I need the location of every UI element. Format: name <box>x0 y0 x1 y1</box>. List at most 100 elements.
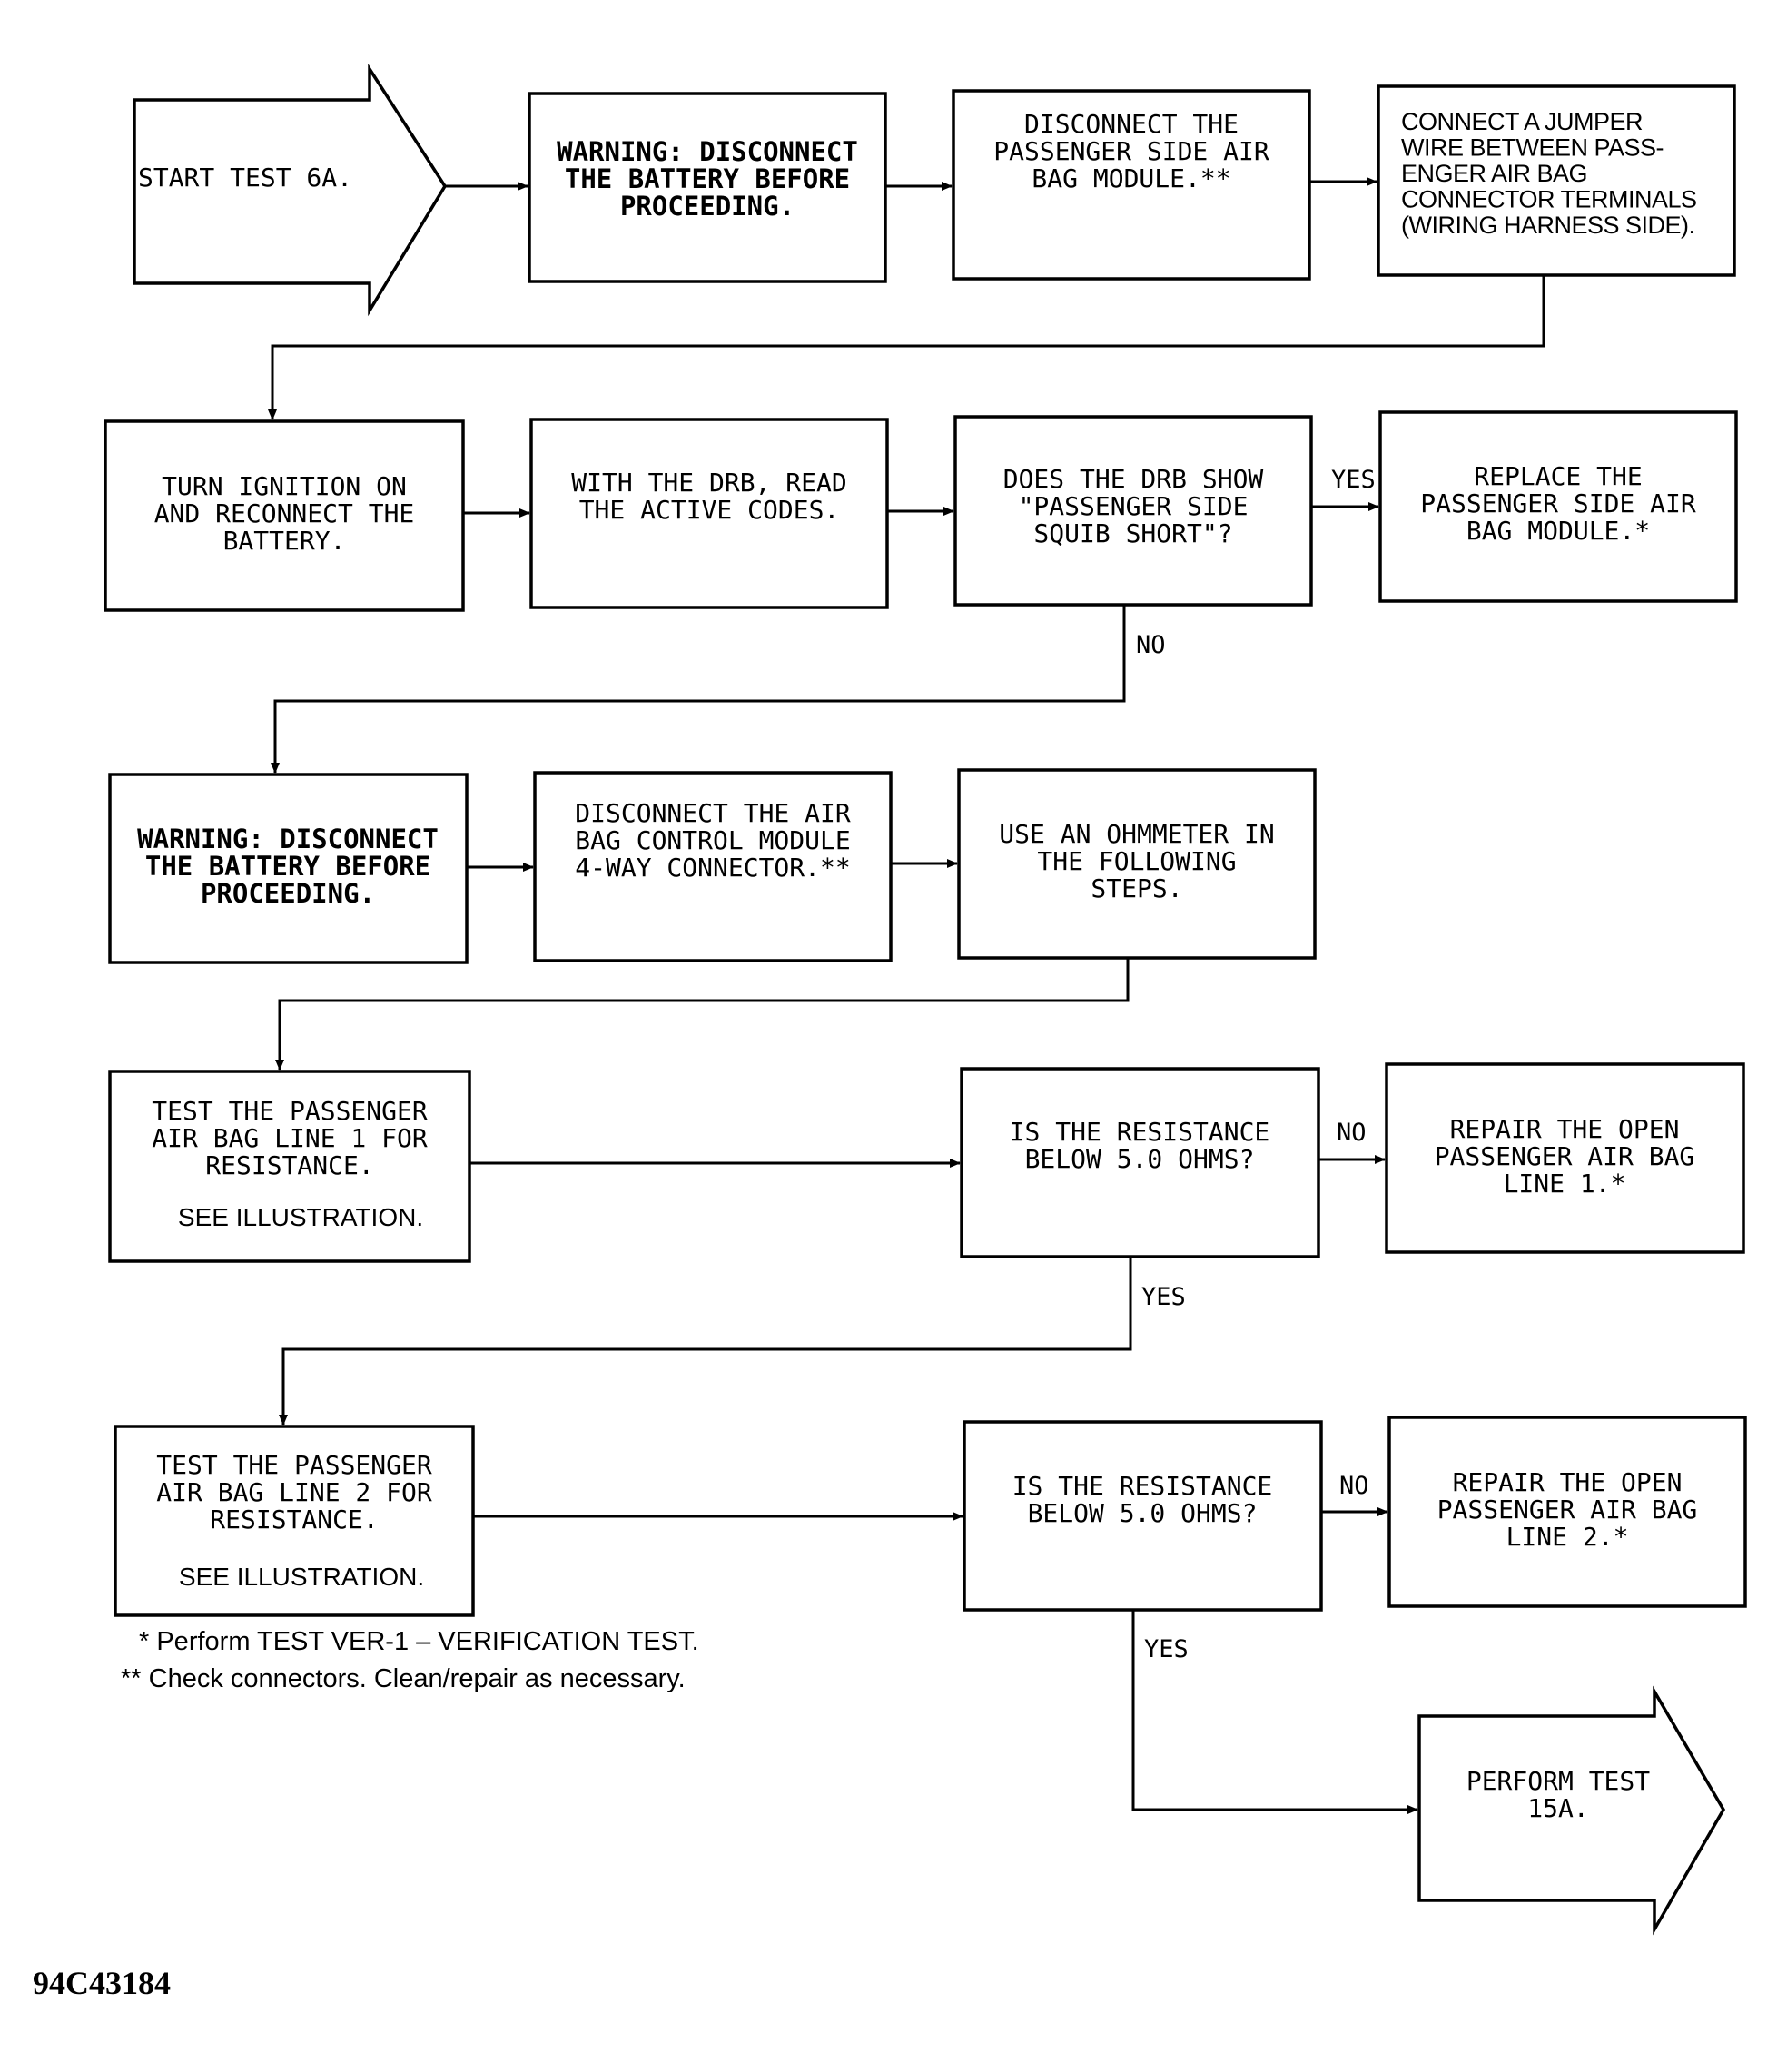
node-line: PROCEEDING. <box>620 191 795 222</box>
node-line: BAG MODULE.* <box>1466 516 1650 546</box>
edge-label-resistance-2-no: NO <box>1339 1472 1369 1500</box>
node-line: "PASSENGER SIDE <box>1019 491 1249 521</box>
node-line: REPAIR THE OPEN <box>1453 1467 1683 1497</box>
node-line: THE BATTERY BEFORE <box>145 851 430 882</box>
node-line: PERFORM TEST <box>1466 1766 1650 1796</box>
node-line: CONNECT A JUMPER <box>1401 108 1643 135</box>
node-line: DISCONNECT THE <box>1024 109 1239 139</box>
figure-id: 94C43184 <box>33 1965 171 2001</box>
edge-label-resistance-1-no: NO <box>1337 1119 1367 1147</box>
node-start-text: START TEST 6A. <box>138 163 352 192</box>
node-line: TEST THE PASSENGER <box>156 1450 432 1480</box>
edge-label-drb-yes: YES <box>1331 466 1376 494</box>
node-line: PASSENGER AIR BAG <box>1437 1495 1698 1524</box>
node-line: START TEST 6A. <box>138 163 352 192</box>
node-line: (WIRING HARNESS SIDE). <box>1401 212 1695 239</box>
node-line: USE AN OHMMETER IN <box>999 819 1274 849</box>
node-line: PASSENGER SIDE AIR <box>1420 488 1696 518</box>
node-line: WARNING: DISCONNECT <box>557 136 858 167</box>
connectors <box>268 177 1545 1814</box>
node-line: AIR BAG LINE 1 FOR <box>152 1123 428 1153</box>
arrow-resistance-1-yes <box>279 1257 1132 1426</box>
node-start: START TEST 6A. <box>133 64 448 317</box>
edge-label-resistance-2-yes: YES <box>1144 1635 1189 1663</box>
node-line: PASSENGER SIDE AIR <box>993 136 1269 166</box>
node-line: PASSENGER AIR BAG <box>1435 1141 1695 1171</box>
node-line: SQUIB SHORT"? <box>1033 518 1232 548</box>
node-line: WIRE BETWEEN PASS- <box>1401 134 1664 162</box>
node-line: 4-WAY CONNECTOR.** <box>575 853 850 883</box>
node-line: PROCEEDING. <box>201 878 375 909</box>
node-line: TEST THE PASSENGER <box>152 1096 428 1126</box>
node-line: WITH THE DRB, READ <box>571 468 846 498</box>
node-line: LINE 1.* <box>1504 1169 1626 1199</box>
node-line: THE BATTERY BEFORE <box>565 163 850 194</box>
node-line: BAG MODULE.** <box>1032 163 1230 193</box>
node-line: AIR BAG LINE 2 FOR <box>156 1477 432 1507</box>
footnote-double-asterisk: ** Check connectors. Clean/repair as nec… <box>121 1664 686 1693</box>
node-line: BAG CONTROL MODULE <box>575 825 850 855</box>
node-line: 15A. <box>1527 1793 1588 1823</box>
node-line: CONNECTOR TERMINALS <box>1401 186 1697 213</box>
node-line: REPLACE THE <box>1474 461 1642 491</box>
node-line: RESISTANCE. <box>210 1505 378 1534</box>
node-line: BATTERY. <box>223 526 346 556</box>
edge-label-resistance-1-yes: YES <box>1141 1283 1186 1311</box>
node-line: IS THE RESISTANCE <box>1012 1471 1273 1501</box>
footnote-single-asterisk: * Perform TEST VER-1 – VERIFICATION TEST… <box>139 1627 699 1656</box>
node-test-line-2-note: SEE ILLUSTRATION. <box>179 1563 424 1591</box>
node-line: DOES THE DRB SHOW <box>1003 464 1264 494</box>
node-line: STEPS. <box>1091 873 1182 903</box>
arrow-drb-show-no <box>271 605 1126 774</box>
node-line: BELOW 5.0 OHMS? <box>1025 1144 1255 1174</box>
node-line: DISCONNECT THE AIR <box>575 798 851 828</box>
node-line: TURN IGNITION ON <box>162 471 407 501</box>
node-line: AND RECONNECT THE <box>154 498 415 528</box>
node-line: ENGER AIR BAG <box>1401 160 1587 187</box>
node-line: LINE 2.* <box>1506 1522 1629 1552</box>
node-line: RESISTANCE. <box>205 1150 373 1180</box>
arrow-resistance-2-yes <box>1131 1610 1418 1814</box>
node-line: THE FOLLOWING <box>1037 846 1236 876</box>
arrow-jumper-to-ignition <box>268 275 1545 420</box>
node-line: WARNING: DISCONNECT <box>137 824 439 854</box>
edge-label-drb-no: NO <box>1136 631 1166 659</box>
node-line: IS THE RESISTANCE <box>1010 1117 1270 1147</box>
node-test-line-1-note: SEE ILLUSTRATION. <box>178 1203 423 1231</box>
